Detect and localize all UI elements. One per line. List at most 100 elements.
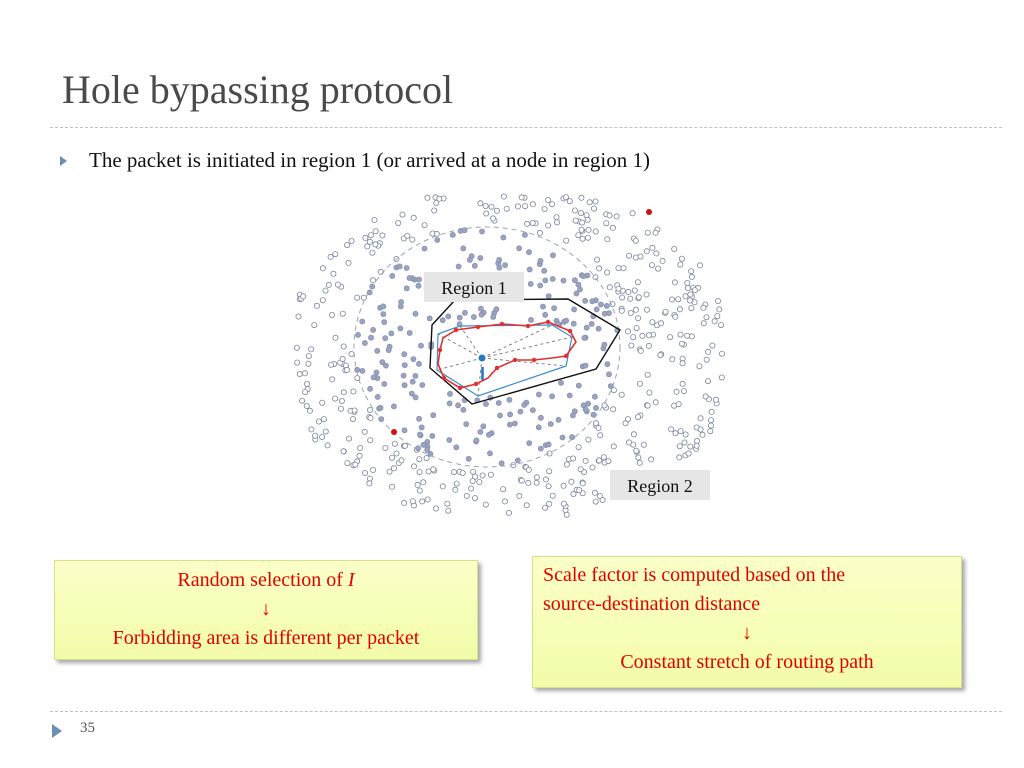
sensor-node xyxy=(397,303,404,310)
sensor-node xyxy=(571,408,578,415)
sensor-node xyxy=(592,274,599,281)
sensor-node xyxy=(465,455,472,462)
sensor-node xyxy=(408,390,415,397)
sensor-node xyxy=(364,243,371,250)
sensor-node xyxy=(473,437,480,444)
sensor-node xyxy=(320,416,327,423)
sensor-node xyxy=(613,213,620,220)
sensor-node xyxy=(635,315,642,322)
sensor-node xyxy=(604,269,611,276)
sensor-node xyxy=(584,234,591,241)
sensor-node xyxy=(403,265,410,271)
sensor-node xyxy=(554,219,561,226)
sensor-node xyxy=(635,454,642,461)
sensor-node xyxy=(697,262,704,269)
sensor-node xyxy=(445,313,452,320)
sensor-node xyxy=(393,450,400,457)
sensor-node xyxy=(479,472,486,479)
sensor-node xyxy=(703,314,710,321)
sensor-node xyxy=(455,263,462,270)
sensor-node xyxy=(450,469,457,476)
sensor-node xyxy=(332,334,339,341)
sensor-node xyxy=(409,378,416,385)
sensor-node xyxy=(489,215,496,222)
sensor-node xyxy=(521,401,528,408)
sensor-node xyxy=(537,258,544,264)
sensor-node xyxy=(329,376,336,383)
sensor-node xyxy=(575,281,582,288)
sensor-node xyxy=(401,427,408,434)
sensor-node xyxy=(308,426,315,433)
sensor-node xyxy=(699,431,706,438)
sensor-node xyxy=(493,207,500,214)
sensor-node xyxy=(542,311,549,318)
sensor-node xyxy=(514,457,521,464)
sensor-node xyxy=(416,456,423,463)
sensor-node xyxy=(691,299,698,306)
sensor-node xyxy=(357,444,364,451)
sensor-node xyxy=(502,262,508,268)
sensor-node xyxy=(529,407,536,413)
sensor-node xyxy=(389,454,396,461)
sensor-node xyxy=(344,242,351,249)
sensor-node xyxy=(687,443,694,450)
sensor-node xyxy=(610,406,617,413)
sensor-node xyxy=(545,197,552,203)
sensor-node xyxy=(676,454,683,461)
sensor-node xyxy=(625,288,632,295)
callout-scale-factor: Scale factor is computed based on the so… xyxy=(532,556,962,688)
sensor-node xyxy=(605,458,612,465)
sensor-node xyxy=(379,232,386,239)
sensor-node xyxy=(500,234,507,241)
sensor-node xyxy=(577,209,584,216)
sensor-node xyxy=(396,263,403,270)
sensor-node xyxy=(714,313,721,320)
sensor-node xyxy=(593,404,599,411)
sensor-node xyxy=(657,352,664,359)
sensor-node xyxy=(582,362,589,369)
sensor-node xyxy=(675,401,682,408)
sensor-node xyxy=(367,437,374,444)
sensor-node xyxy=(416,360,422,367)
sensor-node xyxy=(367,406,374,413)
sensor-node xyxy=(410,214,417,221)
sensor-node xyxy=(483,401,489,407)
sensor-node xyxy=(468,485,475,492)
sensor-node xyxy=(619,294,626,301)
sensor-node xyxy=(381,381,388,387)
sensor-node xyxy=(688,268,695,275)
sensor-node xyxy=(370,466,377,473)
sensor-node xyxy=(401,499,408,506)
sensor-node xyxy=(461,227,468,234)
sensor-node xyxy=(553,214,560,221)
callout-left-line2: Forbidding area is different per packet xyxy=(112,627,420,649)
sensor-node xyxy=(584,216,591,223)
sensor-node xyxy=(446,437,453,443)
sensor-node xyxy=(471,262,478,269)
sensor-node xyxy=(445,507,452,514)
callout-right-line3: Constant stretch of routing path xyxy=(620,651,874,673)
sensor-node xyxy=(591,489,598,496)
sensor-node xyxy=(677,428,684,435)
sensor-node xyxy=(382,444,389,451)
sensor-node xyxy=(718,374,725,381)
sensor-node xyxy=(472,473,479,480)
sensor-node xyxy=(503,205,510,212)
sensor-node xyxy=(373,369,380,376)
sensor-node xyxy=(340,389,347,396)
sensor-node xyxy=(414,481,421,488)
sensor-node xyxy=(482,501,489,508)
sensor-node xyxy=(577,286,583,293)
sensor-node xyxy=(652,399,659,406)
sensor-node xyxy=(545,293,552,299)
sensor-node xyxy=(482,202,489,209)
sensor-node xyxy=(609,301,616,308)
sensor-node xyxy=(416,469,423,476)
sensor-node xyxy=(409,236,416,243)
sensor-node xyxy=(496,257,503,263)
sensor-node xyxy=(571,306,577,313)
sensor-node xyxy=(585,400,591,407)
sensor-node xyxy=(545,222,552,229)
network-diagram: I Region 1 Region 2 xyxy=(293,193,725,518)
sensor-node xyxy=(312,432,319,439)
